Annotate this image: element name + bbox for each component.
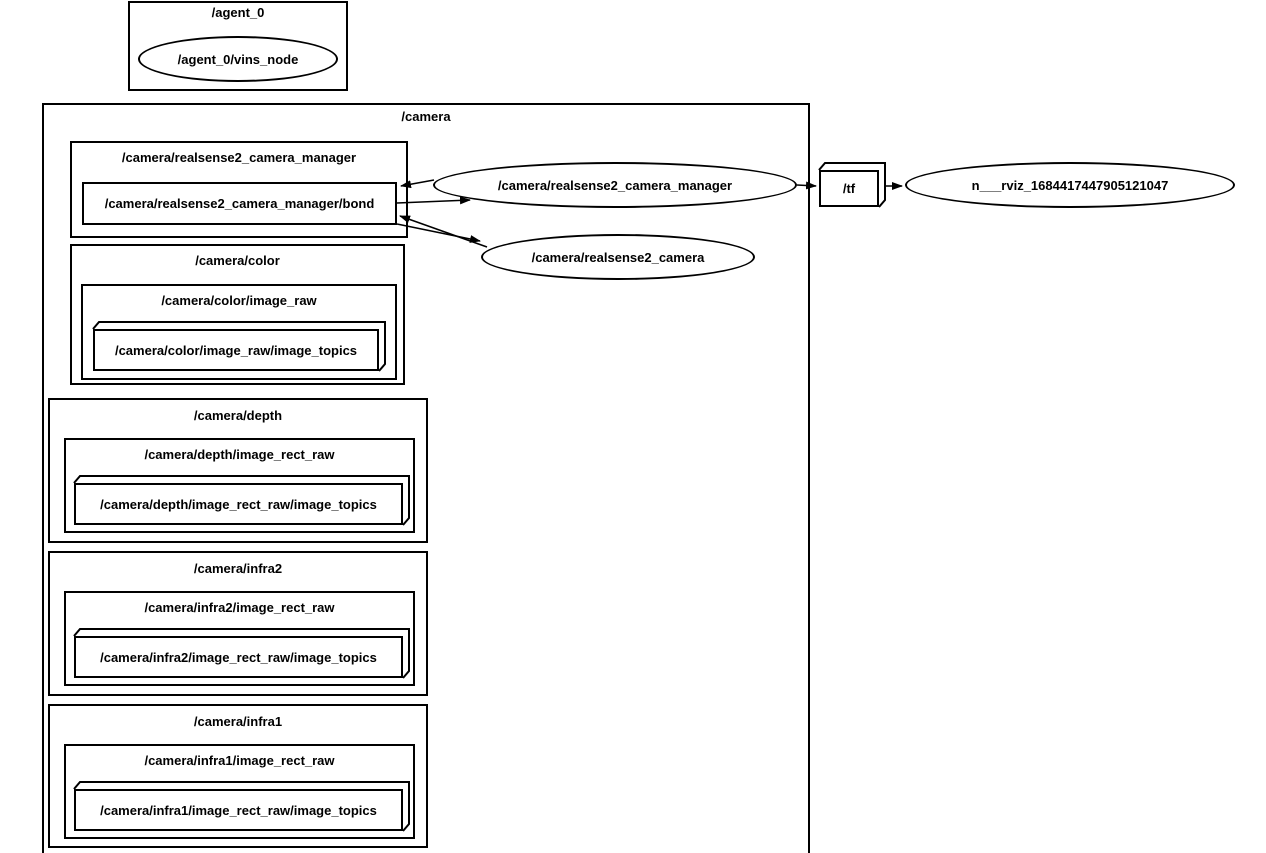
node-rviz-label: n___rviz_1684417447905121047: [971, 177, 1169, 193]
cluster-infra1-image-rect-raw: [64, 744, 415, 839]
cluster-color-image-raw-label: /camera/color/image_raw: [161, 293, 317, 308]
cluster-camera: [42, 103, 810, 853]
topic-bond-label: /camera/realsense2_camera_manager/bond: [104, 196, 375, 211]
topic-group-infra2-image-topics-label: /camera/infra2/image_rect_raw/image_topi…: [100, 649, 377, 665]
cluster-color-image-raw: [81, 284, 397, 380]
cluster-manager-ns: [70, 141, 408, 238]
topic-group-infra1-image-topics-label: /camera/infra1/image_rect_raw/image_topi…: [100, 802, 377, 818]
node-realsense2-camera-label: /camera/realsense2_camera: [531, 249, 705, 265]
cluster-infra1-ns: [48, 704, 428, 848]
topic-group-color-image-topics-label: /camera/color/image_raw/image_topics: [114, 342, 358, 358]
cluster-color-ns: [70, 244, 405, 385]
cluster-infra2-ns-label: /camera/infra2: [193, 561, 283, 576]
cluster-depth-image-rect-raw: [64, 438, 415, 533]
topic-group-infra1-image-topics: /camera/infra1/image_rect_raw/image_topi…: [74, 789, 403, 831]
node-vins: /agent_0/vins_node: [138, 36, 338, 82]
cluster-agent0: [128, 1, 348, 91]
node-rviz: n___rviz_1684417447905121047: [905, 162, 1235, 208]
topic-group-infra2-image-topics: /camera/infra2/image_rect_raw/image_topi…: [74, 636, 403, 678]
cluster-agent0-label: /agent_0: [211, 5, 265, 20]
cluster-infra2-ns: [48, 551, 428, 696]
cluster-infra1-ns-label: /camera/infra1: [193, 714, 283, 729]
cluster-infra2-image-rect-raw: [64, 591, 415, 686]
cluster-depth-image-rect-raw-label: /camera/depth/image_rect_raw: [144, 447, 335, 462]
topic-group-color-image-topics: /camera/color/image_raw/image_topics: [93, 329, 379, 371]
node-realsense2-camera: /camera/realsense2_camera: [481, 234, 755, 280]
topic-tf-label: /tf: [842, 181, 856, 196]
topic-tf: /tf: [819, 170, 879, 207]
topic-bond: /camera/realsense2_camera_manager/bond: [82, 182, 397, 225]
cluster-manager-ns-label: /camera/realsense2_camera_manager: [121, 150, 357, 165]
cluster-depth-ns-label: /camera/depth: [193, 408, 283, 423]
node-realsense2-camera-manager: /camera/realsense2_camera_manager: [433, 162, 797, 208]
cluster-infra2-image-rect-raw-label: /camera/infra2/image_rect_raw: [144, 600, 335, 615]
node-realsense2-camera-manager-label: /camera/realsense2_camera_manager: [497, 177, 733, 193]
cluster-infra1-image-rect-raw-label: /camera/infra1/image_rect_raw: [144, 753, 335, 768]
cluster-camera-label: /camera: [401, 109, 451, 124]
node-vins-label: /agent_0/vins_node: [177, 51, 299, 67]
topic-group-depth-image-topics: /camera/depth/image_rect_raw/image_topic…: [74, 483, 403, 525]
cluster-depth-ns: [48, 398, 428, 543]
cluster-color-ns-label: /camera/color: [195, 253, 280, 268]
topic-group-depth-image-topics-label: /camera/depth/image_rect_raw/image_topic…: [100, 496, 377, 512]
